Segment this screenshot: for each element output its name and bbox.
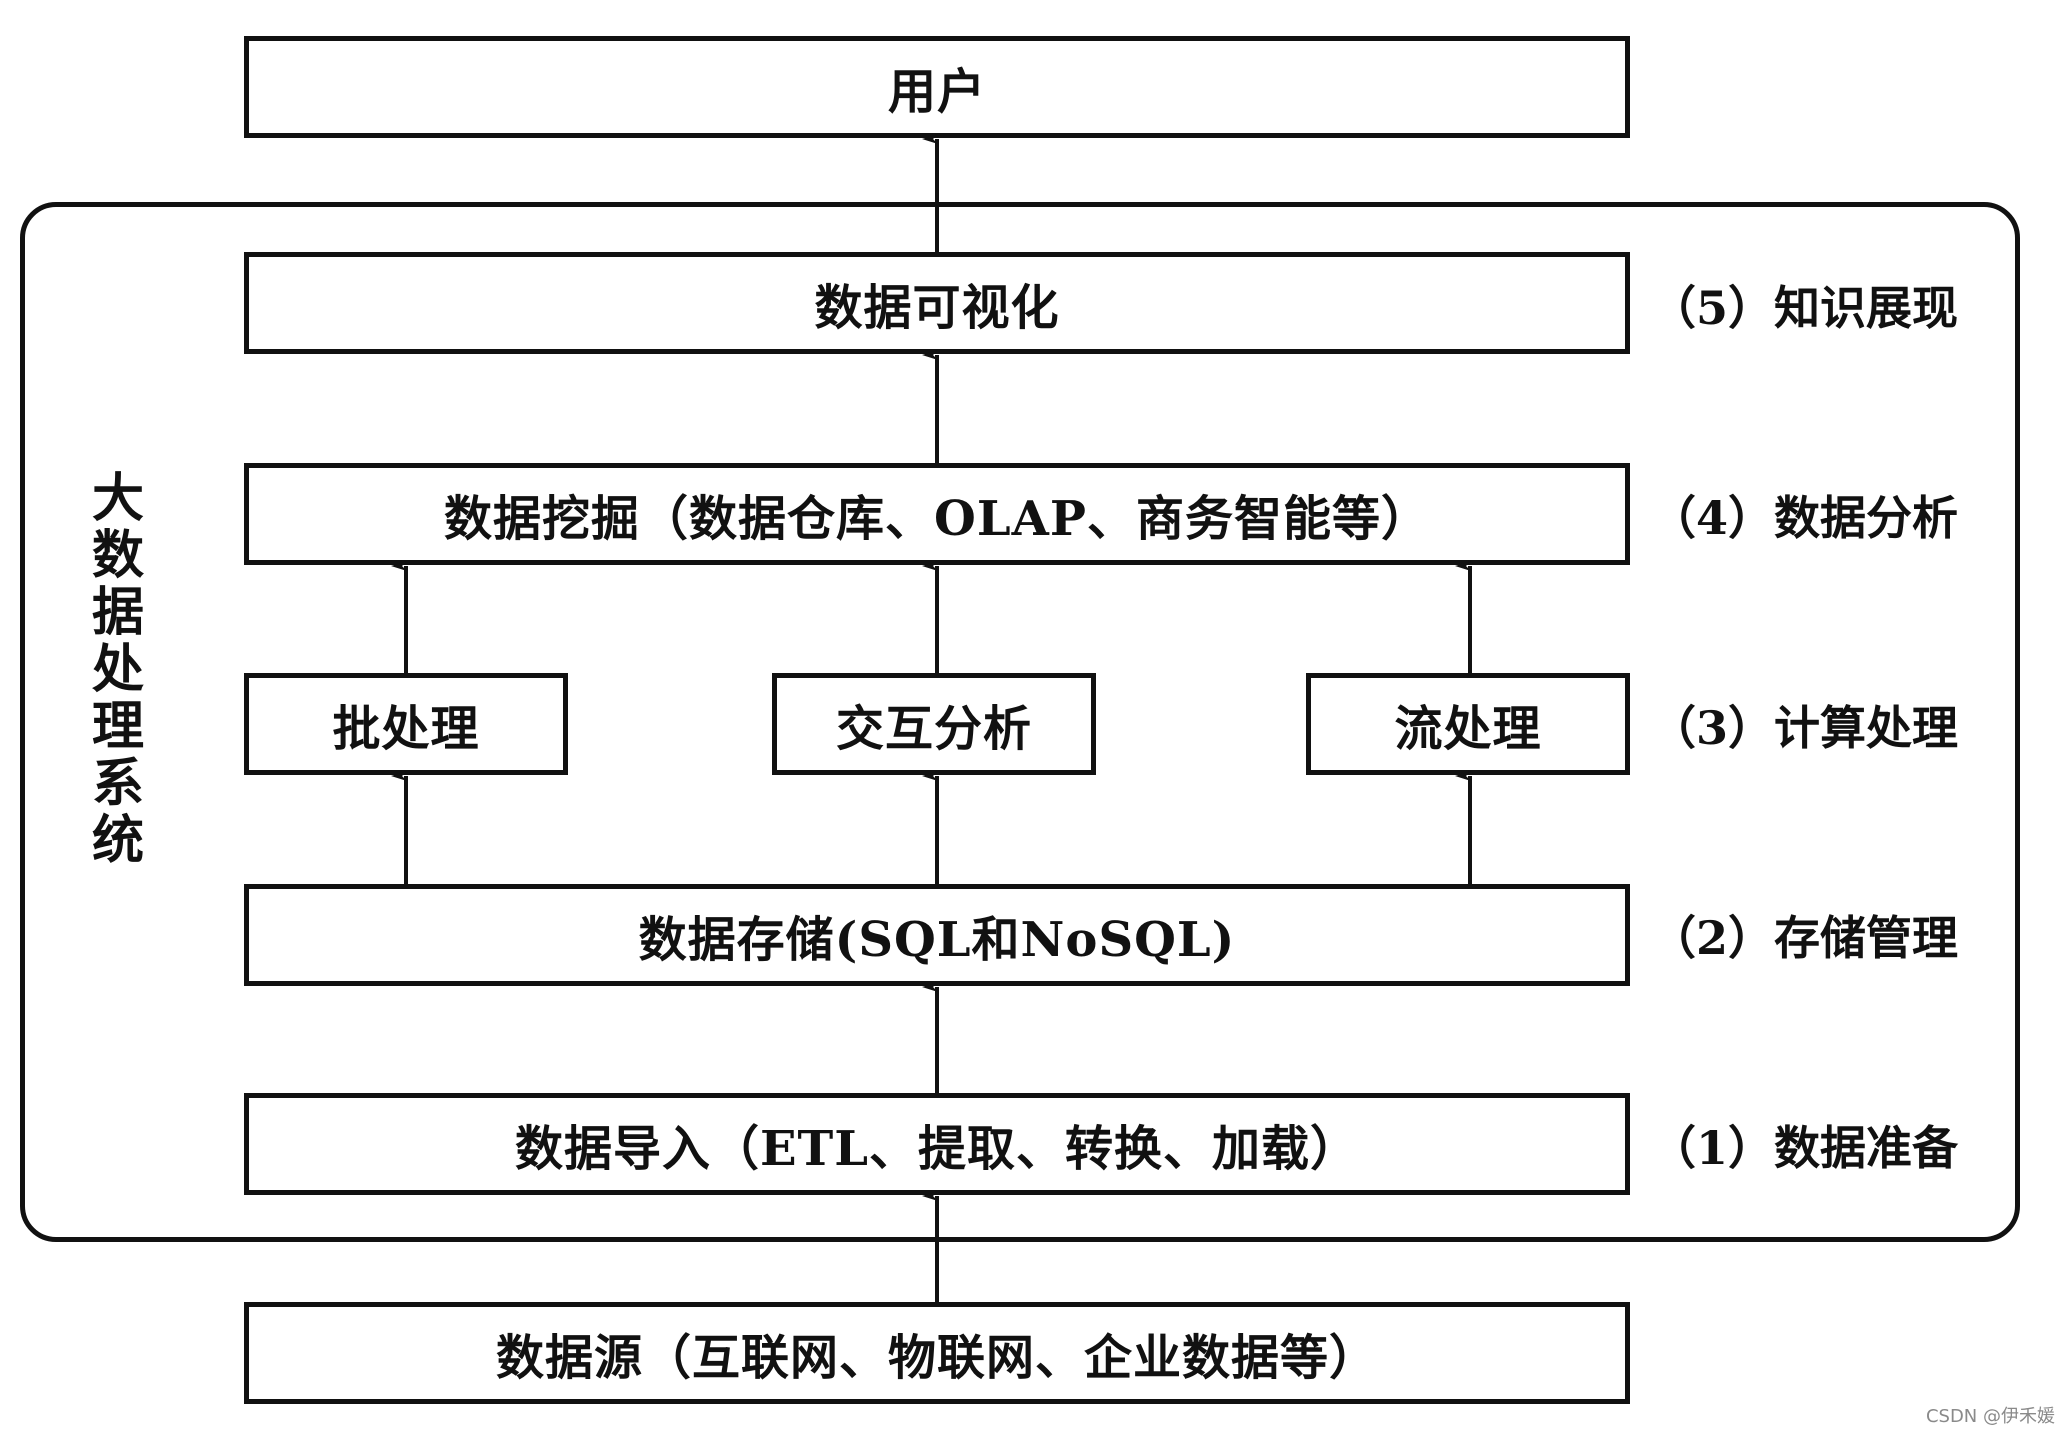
stage-label-storage-management: （2）存储管理 (1650, 911, 1959, 965)
watermark: CSDN @伊禾媛 (1925, 1406, 2055, 1427)
data-import-box: 数据导入（ETL、提取、转换、加载） (244, 1093, 1630, 1195)
system-label: 大数据处理系统 (91, 468, 144, 871)
data-source-box: 数据源（互联网、物联网、企业数据等） (244, 1302, 1630, 1404)
stage-label-data-analysis: （4）数据分析 (1650, 491, 1959, 545)
stage-label-knowledge-display: （5）知识展现 (1650, 281, 1959, 335)
stage-label-data-preparation: （1）数据准备 (1650, 1121, 1959, 1175)
stream-processing-box: 流处理 (1306, 673, 1630, 775)
mining-box: 数据挖掘（数据仓库、OLAP、商务智能等） (244, 463, 1630, 565)
stage-label-computation: （3）计算处理 (1650, 701, 1959, 755)
interactive-analysis-box: 交互分析 (772, 673, 1096, 775)
batch-processing-box: 批处理 (244, 673, 568, 775)
user-box: 用户 (244, 36, 1630, 138)
